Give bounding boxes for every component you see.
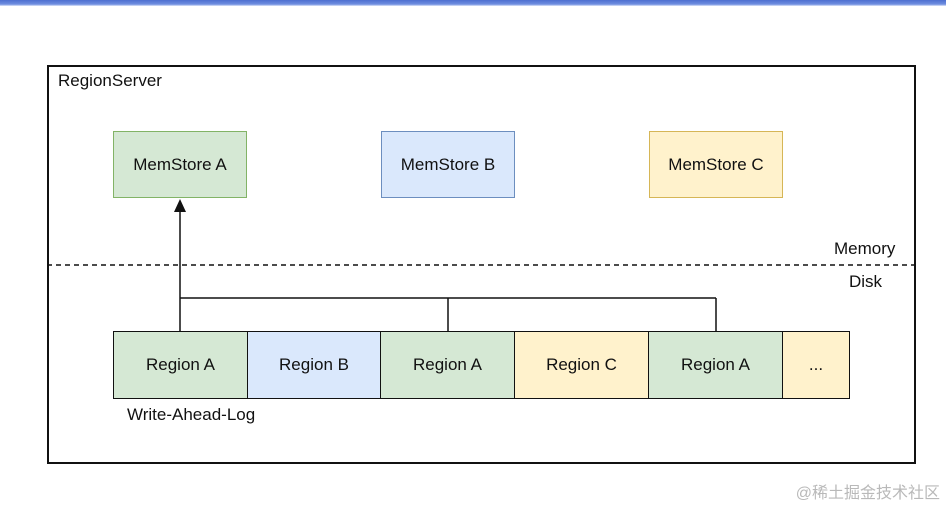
wal-cell-region-a-2: Region A bbox=[380, 331, 515, 399]
wal-cell-ellipsis: ... bbox=[782, 331, 850, 399]
memstore-a: MemStore A bbox=[113, 131, 247, 198]
top-accent-bar bbox=[0, 0, 946, 6]
wal-label: Write-Ahead-Log bbox=[127, 405, 256, 424]
watermark: @稀土掘金技术社区 bbox=[795, 485, 940, 502]
wal-cell-region-a-3: Region A bbox=[648, 331, 783, 399]
wal-cell-region-c: Region C bbox=[514, 331, 649, 399]
arrow-head bbox=[174, 199, 186, 212]
disk-label: Disk bbox=[849, 272, 883, 291]
memstore-b: MemStore B bbox=[381, 131, 515, 198]
memstore-c: MemStore C bbox=[649, 131, 783, 198]
region-server-label: RegionServer bbox=[58, 71, 162, 90]
wal-cell-region-a-1: Region A bbox=[113, 331, 248, 399]
wal-cell-region-b: Region B bbox=[247, 331, 381, 399]
memory-label: Memory bbox=[834, 239, 896, 258]
